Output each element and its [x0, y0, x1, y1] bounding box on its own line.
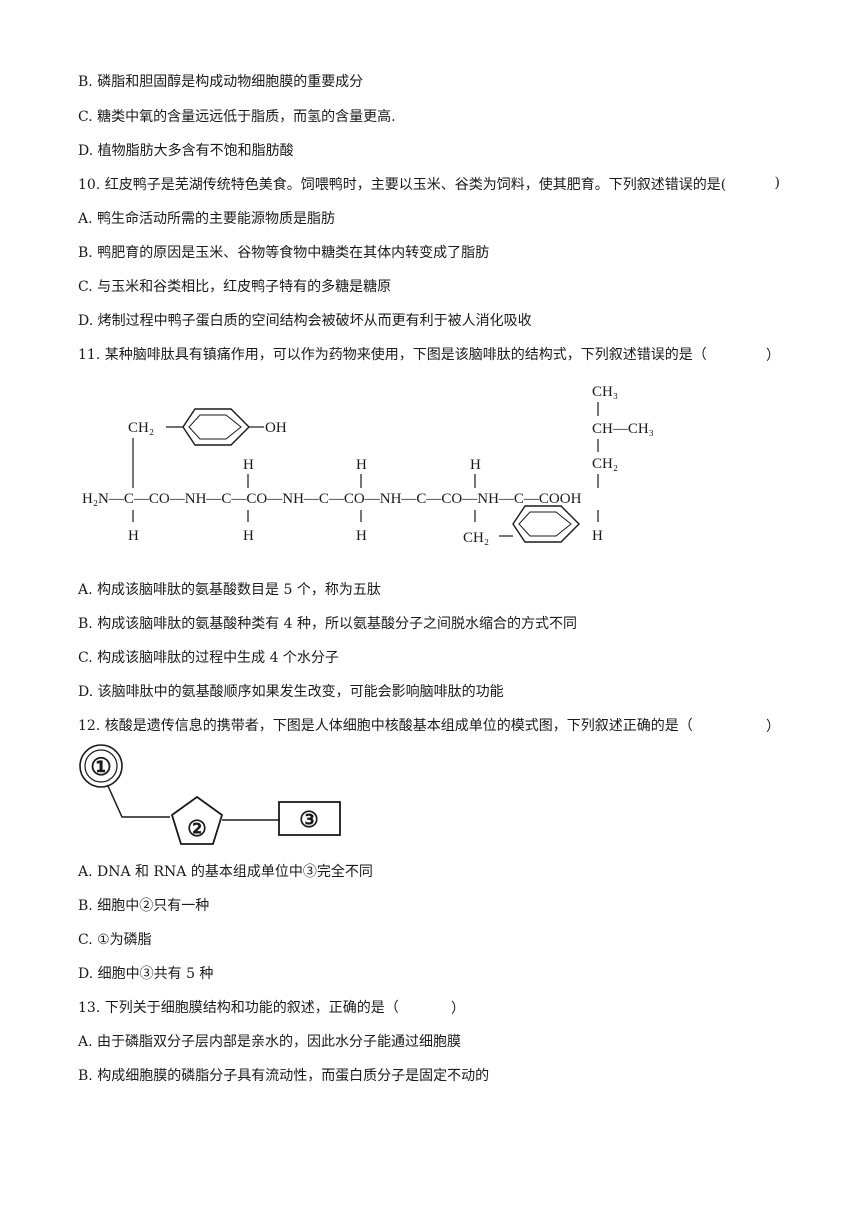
- q12-option-d: D. 细胞中③共有 5 种: [78, 966, 214, 982]
- tyr-benzene-ring: [182, 408, 250, 446]
- q11-answer-paren: ）: [766, 348, 780, 364]
- leu-ch-ch3: CH—CH₃: [592, 421, 654, 437]
- phe-ch2-label: CH₂: [463, 530, 489, 546]
- label-3: ③: [299, 807, 319, 832]
- q9-option-c: C. 糖类中氧的含量远远低于脂质，而氢的含量更高.: [78, 109, 396, 125]
- phe-benzene-ring: [512, 505, 580, 543]
- leu-ch3-top: CH₃: [592, 384, 618, 400]
- q12-stem: 12. 核酸是遗传信息的携带者，下图是人体细胞中核酸基本组成单位的模式图，下列叙…: [78, 718, 693, 734]
- q10-option-a: A. 鸭生命活动所需的主要能源物质是脂肪: [78, 211, 336, 227]
- peptide-main-chain: H₂N—C—CO—NH—C—CO—NH—C—CO—NH—C—CO—NH—C—CO…: [82, 491, 582, 507]
- base-rectangle: [278, 801, 341, 836]
- nucleotide-diagram: ① ② ③: [79, 744, 341, 845]
- res3-h-bottom: H: [356, 528, 367, 544]
- q11-stem: 11. 某种脑啡肽具有镇痛作用，可以作为药物来使用，下图是该脑啡肽的结构式，下列…: [78, 347, 707, 363]
- phosphate-circle: [79, 744, 123, 788]
- tyr-ch2-label: CH₂: [128, 420, 154, 436]
- res1-h-bottom: H: [128, 528, 139, 544]
- q13-stem: 13. 下列关于细胞膜结构和功能的叙述，正确的是（: [78, 1000, 399, 1016]
- q12-option-a: A. DNA 和 RNA 的基本组成单位中③完全不同: [78, 864, 373, 880]
- q13-option-b: B. 构成细胞膜的磷脂分子具有流动性，而蛋白质分子是固定不动的: [78, 1068, 490, 1084]
- label-2: ②: [187, 816, 207, 841]
- q11-option-b: B. 构成该脑啡肽的氨基酸种类有 4 种，所以氨基酸分子之间脱水缩合的方式不同: [78, 616, 577, 632]
- leu-ch2-label: CH₂: [592, 456, 618, 472]
- q12-answer-paren: ）: [766, 719, 780, 735]
- q11-option-c: C. 构成该脑啡肽的过程中生成 4 个水分子: [78, 650, 339, 666]
- q13-answer-paren: ）: [451, 1001, 465, 1017]
- q10-option-c: C. 与玉米和谷类相比，红皮鸭子特有的多糖是糖原: [78, 279, 392, 295]
- q9-option-b: B. 磷脂和胆固醇是构成动物细胞膜的重要成分: [78, 74, 364, 90]
- res4-h-top: H: [470, 457, 481, 473]
- q11-option-a: A. 构成该脑啡肽的氨基酸数目是 5 个，称为五肽: [78, 582, 381, 598]
- tyr-oh-label: OH: [265, 420, 287, 436]
- q10-stem: 10. 红皮鸭子是芜湖传统特色美食。饲喂鸭时，主要以玉米、谷类为饲料，使其肥育。…: [78, 177, 727, 193]
- q10-option-b: B. 鸭肥育的原因是玉米、谷物等食物中糖类在其体内转变成了脂肪: [78, 245, 490, 261]
- res5-h-bottom: H: [592, 528, 603, 544]
- label-1: ①: [90, 755, 112, 781]
- q12-option-b: B. 细胞中②只有一种: [78, 898, 210, 914]
- pentose-pentagon: [170, 795, 224, 845]
- q9-option-d: D. 植物脂肪大多含有不饱和脂肪酸: [78, 143, 294, 159]
- q10-option-d: D. 烤制过程中鸭子蛋白质的空间结构会被破坏从而更有利于被人消化吸收: [78, 313, 532, 329]
- q11-option-d: D. 该脑啡肽中的氨基酸顺序如果发生改变，可能会影响脑啡肽的功能: [78, 684, 504, 700]
- enkephalin-structure-figure: H₂N—C—CO—NH—C—CO—NH—C—CO—NH—C—CO—NH—C—CO…: [82, 384, 654, 546]
- res2-h-bottom: H: [243, 528, 254, 544]
- q12-option-c: C. ①为磷脂: [78, 932, 152, 948]
- q10-answer-paren: ): [774, 175, 780, 191]
- res2-h-top: H: [243, 457, 254, 473]
- q13-option-a: A. 由于磷脂双分子层内部是亲水的，因此水分子能通过细胞膜: [78, 1034, 462, 1050]
- res3-h-top: H: [356, 457, 367, 473]
